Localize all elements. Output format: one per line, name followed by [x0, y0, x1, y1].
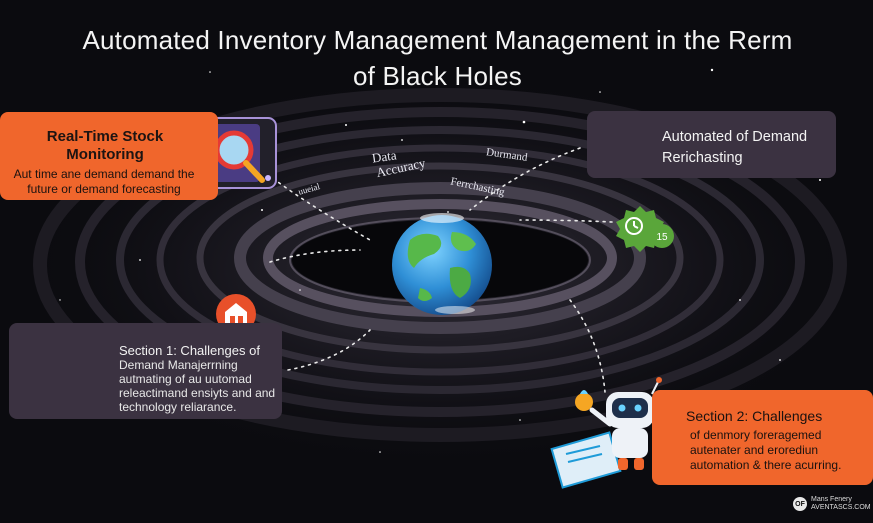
title-line-1: Automated Inventory Management Managemen…	[82, 25, 793, 55]
card-title: Section 2: Challenges	[686, 408, 823, 424]
card-section-1: Section 1: Challenges of Demand Manajerr…	[9, 323, 282, 419]
card-body: Demand Manajerrning autmating of au uuto…	[119, 358, 276, 414]
watermark: OF Mans Fenery AVENTASCS.COM	[793, 496, 871, 512]
connector-lines	[261, 147, 613, 393]
watermark-text: Mans Fenery AVENTASCS.COM	[811, 496, 871, 512]
stars	[59, 68, 821, 453]
card-title: Section 1: Challenges of	[119, 343, 260, 358]
card-real-time-monitoring: Real-Time Stock Monitoring Aut time ane …	[0, 112, 218, 200]
card-section-2: Section 2: Challenges of denmory forerag…	[652, 390, 873, 485]
robot-icon	[550, 377, 662, 489]
clock-badge-icon: 15	[616, 206, 674, 252]
card-title: Real-Time Stock Monitoring	[46, 128, 164, 163]
badge-number: 15	[656, 232, 668, 243]
card-body: of denmory foreragemed autenater and ero…	[690, 428, 842, 472]
card-automated-demand: Automated of Demand Rerichasting	[587, 111, 836, 178]
title-line-2: of Black Holes	[353, 61, 522, 91]
page-title: Automated Inventory Management Managemen…	[30, 22, 845, 94]
watermark-line-2: AVENTASCS.COM	[811, 504, 871, 511]
card-body: Aut time ane demand demand the future or…	[13, 167, 195, 196]
watermark-line-1: Mans Fenery	[811, 496, 852, 503]
watermark-logo-icon: OF	[793, 497, 807, 511]
earth-icon	[392, 213, 492, 315]
card-title: Automated of Demand Rerichasting	[662, 129, 808, 166]
